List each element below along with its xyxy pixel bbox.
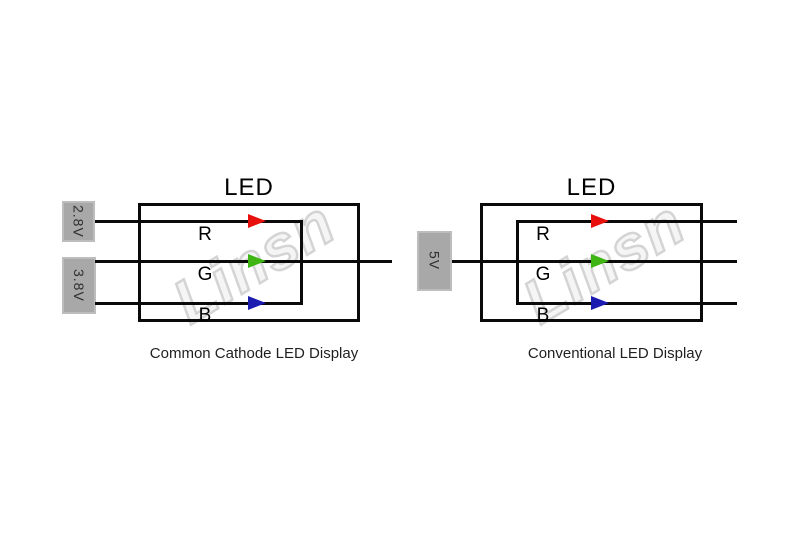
green-led-arrow-icon <box>591 254 609 268</box>
blue-led-arrow-icon <box>248 296 266 310</box>
voltage-source-2v8: 2.8V <box>62 201 95 242</box>
common-cathode-bar <box>300 220 303 305</box>
diagram-caption: Conventional LED Display <box>527 345 703 362</box>
voltage-label: 3.8V <box>71 269 87 302</box>
green-led-arrow-icon <box>248 254 266 268</box>
channel-label-r: R <box>198 224 212 245</box>
wire-blue-cathode-out <box>516 302 737 305</box>
wire-red-cathode-out <box>516 220 737 223</box>
voltage-label: 2.8V <box>70 205 87 238</box>
led-title: LED <box>566 174 617 201</box>
channel-label-g: G <box>197 264 213 285</box>
voltage-source-3v8: 3.8V <box>62 257 96 314</box>
voltage-source-5v: 5V <box>417 231 452 291</box>
common-anode-bar <box>516 220 519 305</box>
channel-label-b: B <box>198 305 212 326</box>
led-title: LED <box>224 174 274 201</box>
wire-green-anode-common-out <box>95 260 392 263</box>
wire-blue-anode <box>95 302 303 305</box>
blue-led-arrow-icon <box>591 296 609 310</box>
channel-label-b: B <box>536 305 550 326</box>
red-led-arrow-icon <box>248 214 266 228</box>
wire-red-anode <box>95 220 303 223</box>
diagram-caption: Common Cathode LED Display <box>149 345 359 362</box>
channel-label-g: G <box>535 264 551 285</box>
channel-label-r: R <box>536 224 550 245</box>
voltage-label: 5V <box>426 251 443 271</box>
red-led-arrow-icon <box>591 214 609 228</box>
